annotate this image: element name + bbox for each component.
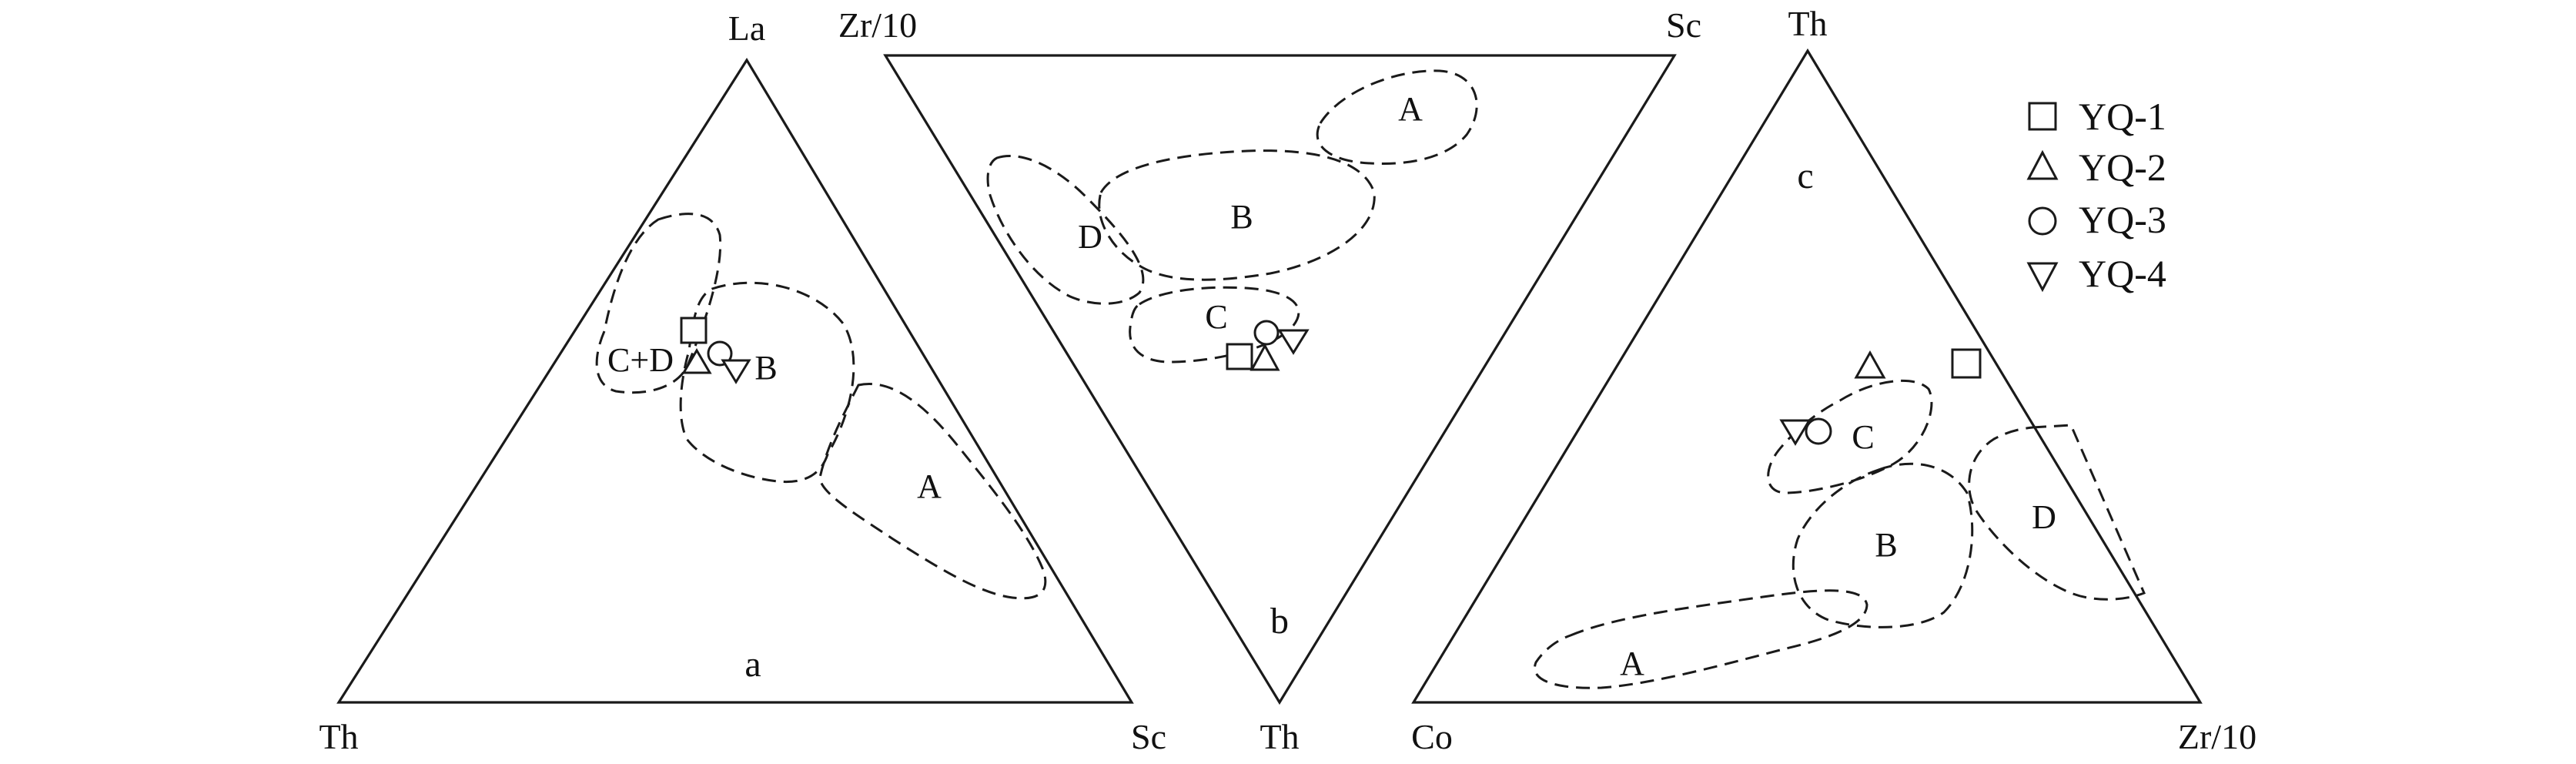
legend: YQ-1 YQ-2 YQ-3 YQ-4	[2026, 95, 2166, 295]
panel-a-region-b-label: B	[754, 349, 777, 387]
panel-b-region-d-label: D	[1078, 218, 1102, 256]
panel-a-region-cd	[595, 213, 722, 394]
panel-b-label: b	[1270, 601, 1289, 642]
panel-a-triangle	[336, 57, 1134, 704]
panel-c-point-yq-3	[1805, 417, 1832, 445]
panel-c-triangle	[1411, 48, 2203, 704]
panel-b-vertex-bottom: Th	[1260, 717, 1299, 756]
panel-b-region-b	[1098, 149, 1376, 281]
panel-b-triangle	[883, 54, 1677, 705]
panel-a-vertex-right: Sc	[1131, 717, 1166, 756]
panel-a-vertex-top: La	[728, 8, 766, 48]
legend-label-yq-2: YQ-2	[2079, 146, 2166, 189]
legend-marker-yq-4	[2026, 262, 2059, 293]
panel-b-point-yq-4	[1277, 329, 1310, 355]
panel-a: La Th Sc C+D B A a	[319, 8, 1166, 756]
panel-b-region-a	[1316, 69, 1478, 165]
panel-c-vertex-right: Zr/10	[2178, 717, 2257, 756]
panel-c-point-yq-2	[1854, 350, 1886, 379]
panel-b-vertex-top-left: Zr/10	[838, 5, 917, 45]
panel-c-label: c	[1797, 156, 1813, 196]
legend-marker-yq-2	[2026, 149, 2059, 180]
panel-a-point-yq-1	[680, 317, 708, 344]
panel-c-region-d	[1968, 424, 2146, 601]
legend-label-yq-4: YQ-4	[2079, 252, 2166, 295]
panel-a-region-a	[818, 383, 1047, 600]
panel-b-region-a-label: A	[1398, 90, 1423, 128]
panel-b-vertex-top-right: Sc	[1666, 5, 1701, 45]
panel-b-point-yq-2	[1250, 343, 1280, 371]
panel-a-region-b	[679, 281, 855, 484]
panel-c-point-yq-1	[1951, 348, 1982, 379]
panel-a-label: a	[744, 644, 761, 685]
panel-c-region-b	[1791, 462, 1974, 628]
panel-c: Th Co Zr/10 C B A D c	[1411, 4, 2257, 756]
panel-a-vertex-left: Th	[319, 717, 358, 756]
legend-label-yq-1: YQ-1	[2079, 95, 2166, 138]
legend-marker-yq-1	[2028, 102, 2057, 131]
legend-marker-yq-3	[2028, 206, 2057, 236]
panel-b-point-yq-1	[1226, 343, 1253, 370]
panel-c-point-yq-4	[1779, 419, 1812, 446]
panel-b-region-b-label: B	[1230, 198, 1253, 236]
panel-b: Zr/10 Sc Th A B D C b	[838, 5, 1701, 756]
panel-c-region-b-label: B	[1875, 526, 1897, 564]
panel-a-region-a-label: A	[917, 467, 942, 505]
panel-c-vertex-left: Co	[1411, 717, 1453, 756]
panel-c-region-d-label: D	[2032, 498, 2056, 536]
panel-b-region-c-label: C	[1205, 298, 1227, 336]
panel-b-point-yq-3	[1253, 320, 1280, 346]
panel-c-vertex-top: Th	[1788, 4, 1827, 43]
panel-c-region-c-label: C	[1852, 418, 1874, 456]
panel-a-point-yq-2	[681, 348, 712, 374]
panel-c-region-a	[1534, 589, 1868, 689]
panel-a-region-cd-label: C+D	[607, 341, 674, 379]
panel-a-point-yq-4	[721, 359, 751, 384]
panel-b-region-d	[986, 154, 1145, 305]
legend-label-yq-3: YQ-3	[2079, 198, 2166, 241]
panel-c-region-a-label: A	[1620, 645, 1644, 682]
